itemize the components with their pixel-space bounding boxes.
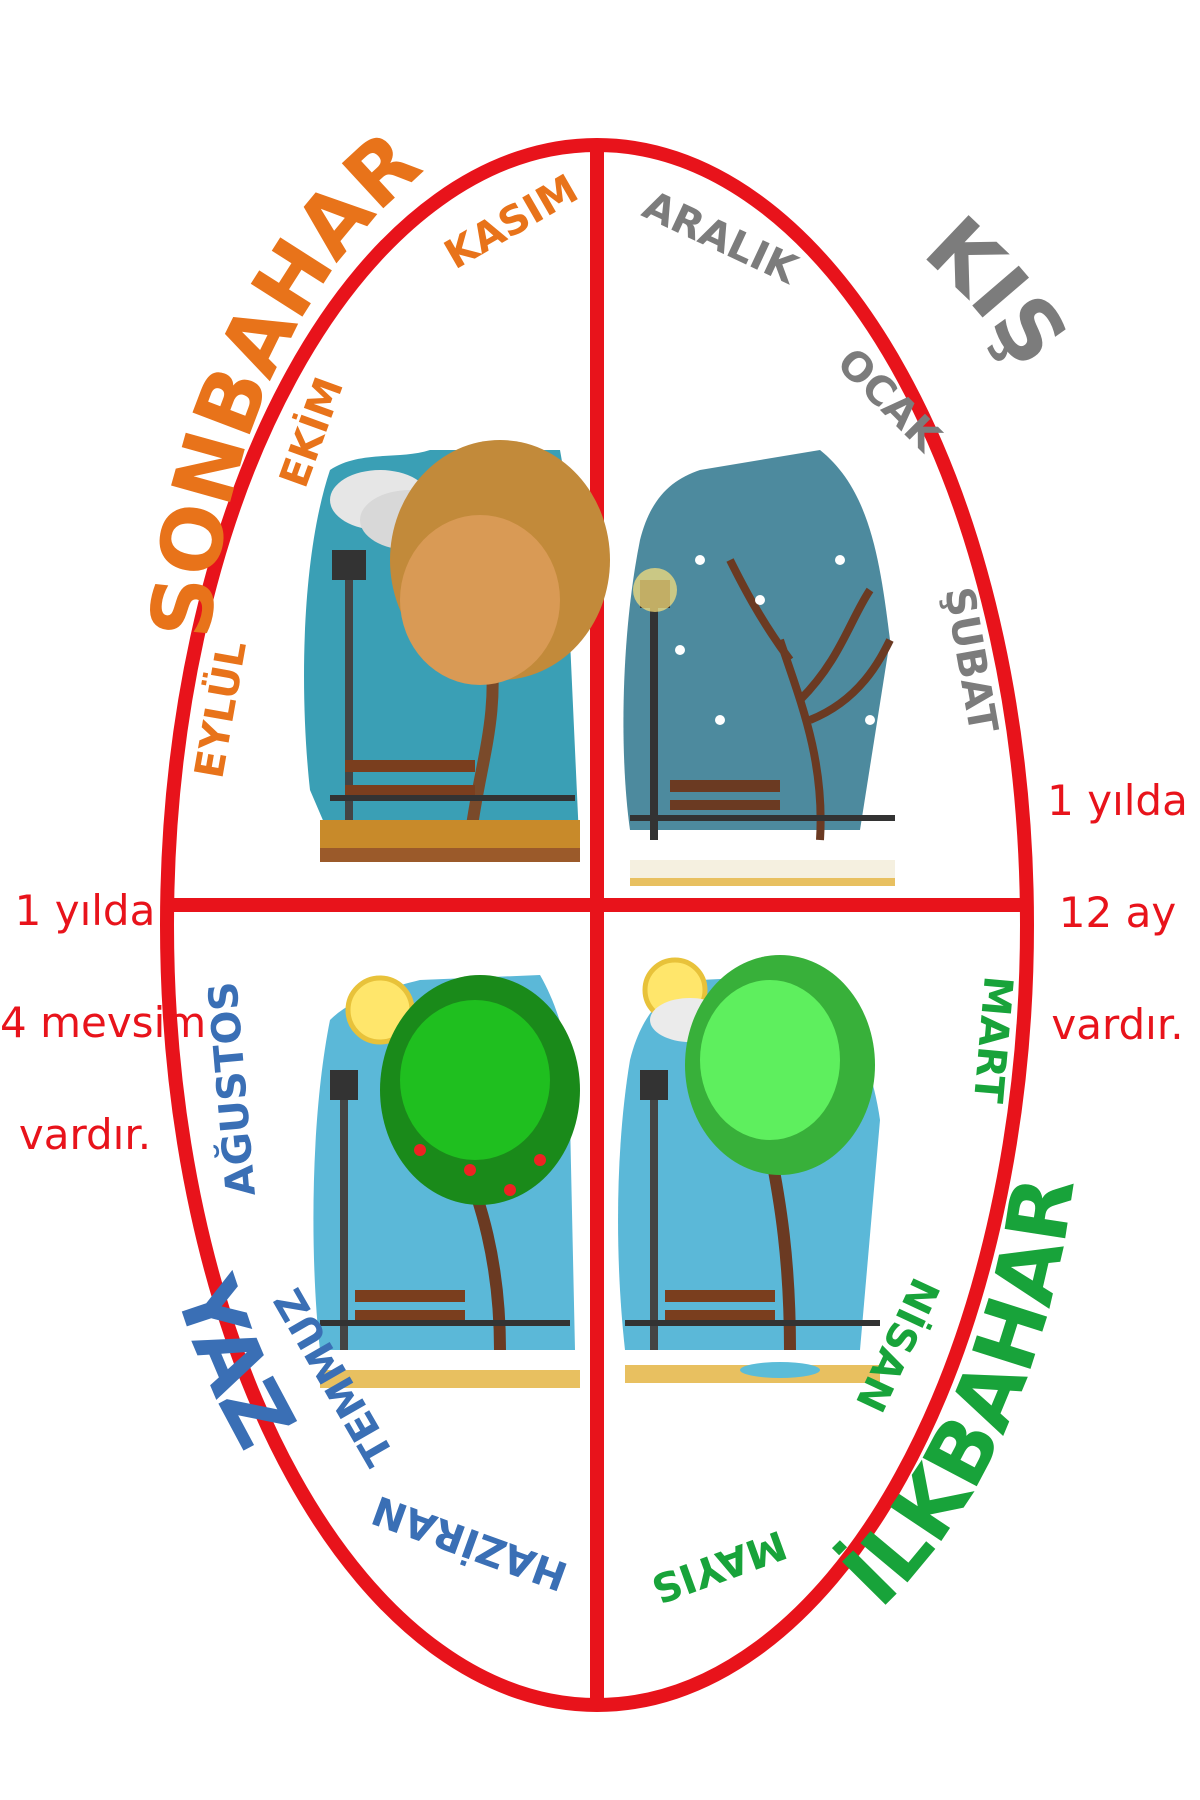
winter-park-icon [623, 450, 895, 886]
month-mayis: MAYIS [645, 1521, 792, 1612]
month-mart: MART [964, 974, 1021, 1105]
summer-park-icon [313, 975, 580, 1388]
spring-park-icon [618, 955, 880, 1383]
autumn-park-icon [304, 440, 610, 862]
note-right-line: vardır. [1051, 1000, 1184, 1049]
note-left: 1 yılda 4 mevsim vardır. [0, 855, 207, 1191]
month-haziran: HAZİRAN [366, 1486, 574, 1601]
note-right-line: 12 ay [1058, 888, 1177, 937]
note-left-line: vardır. [18, 1110, 152, 1159]
note-right-line: 1 yılda [1047, 776, 1188, 825]
month-aralik: ARALIK [636, 182, 806, 294]
note-left-line: 1 yılda [14, 886, 156, 935]
season-name-winter: KIŞ [907, 198, 1087, 384]
note-right: 1 yılda 12 ay vardır. [1035, 745, 1200, 1081]
note-left-line: 4 mevsim [0, 998, 207, 1047]
month-agustos: AĞUSTOS [198, 980, 265, 1199]
